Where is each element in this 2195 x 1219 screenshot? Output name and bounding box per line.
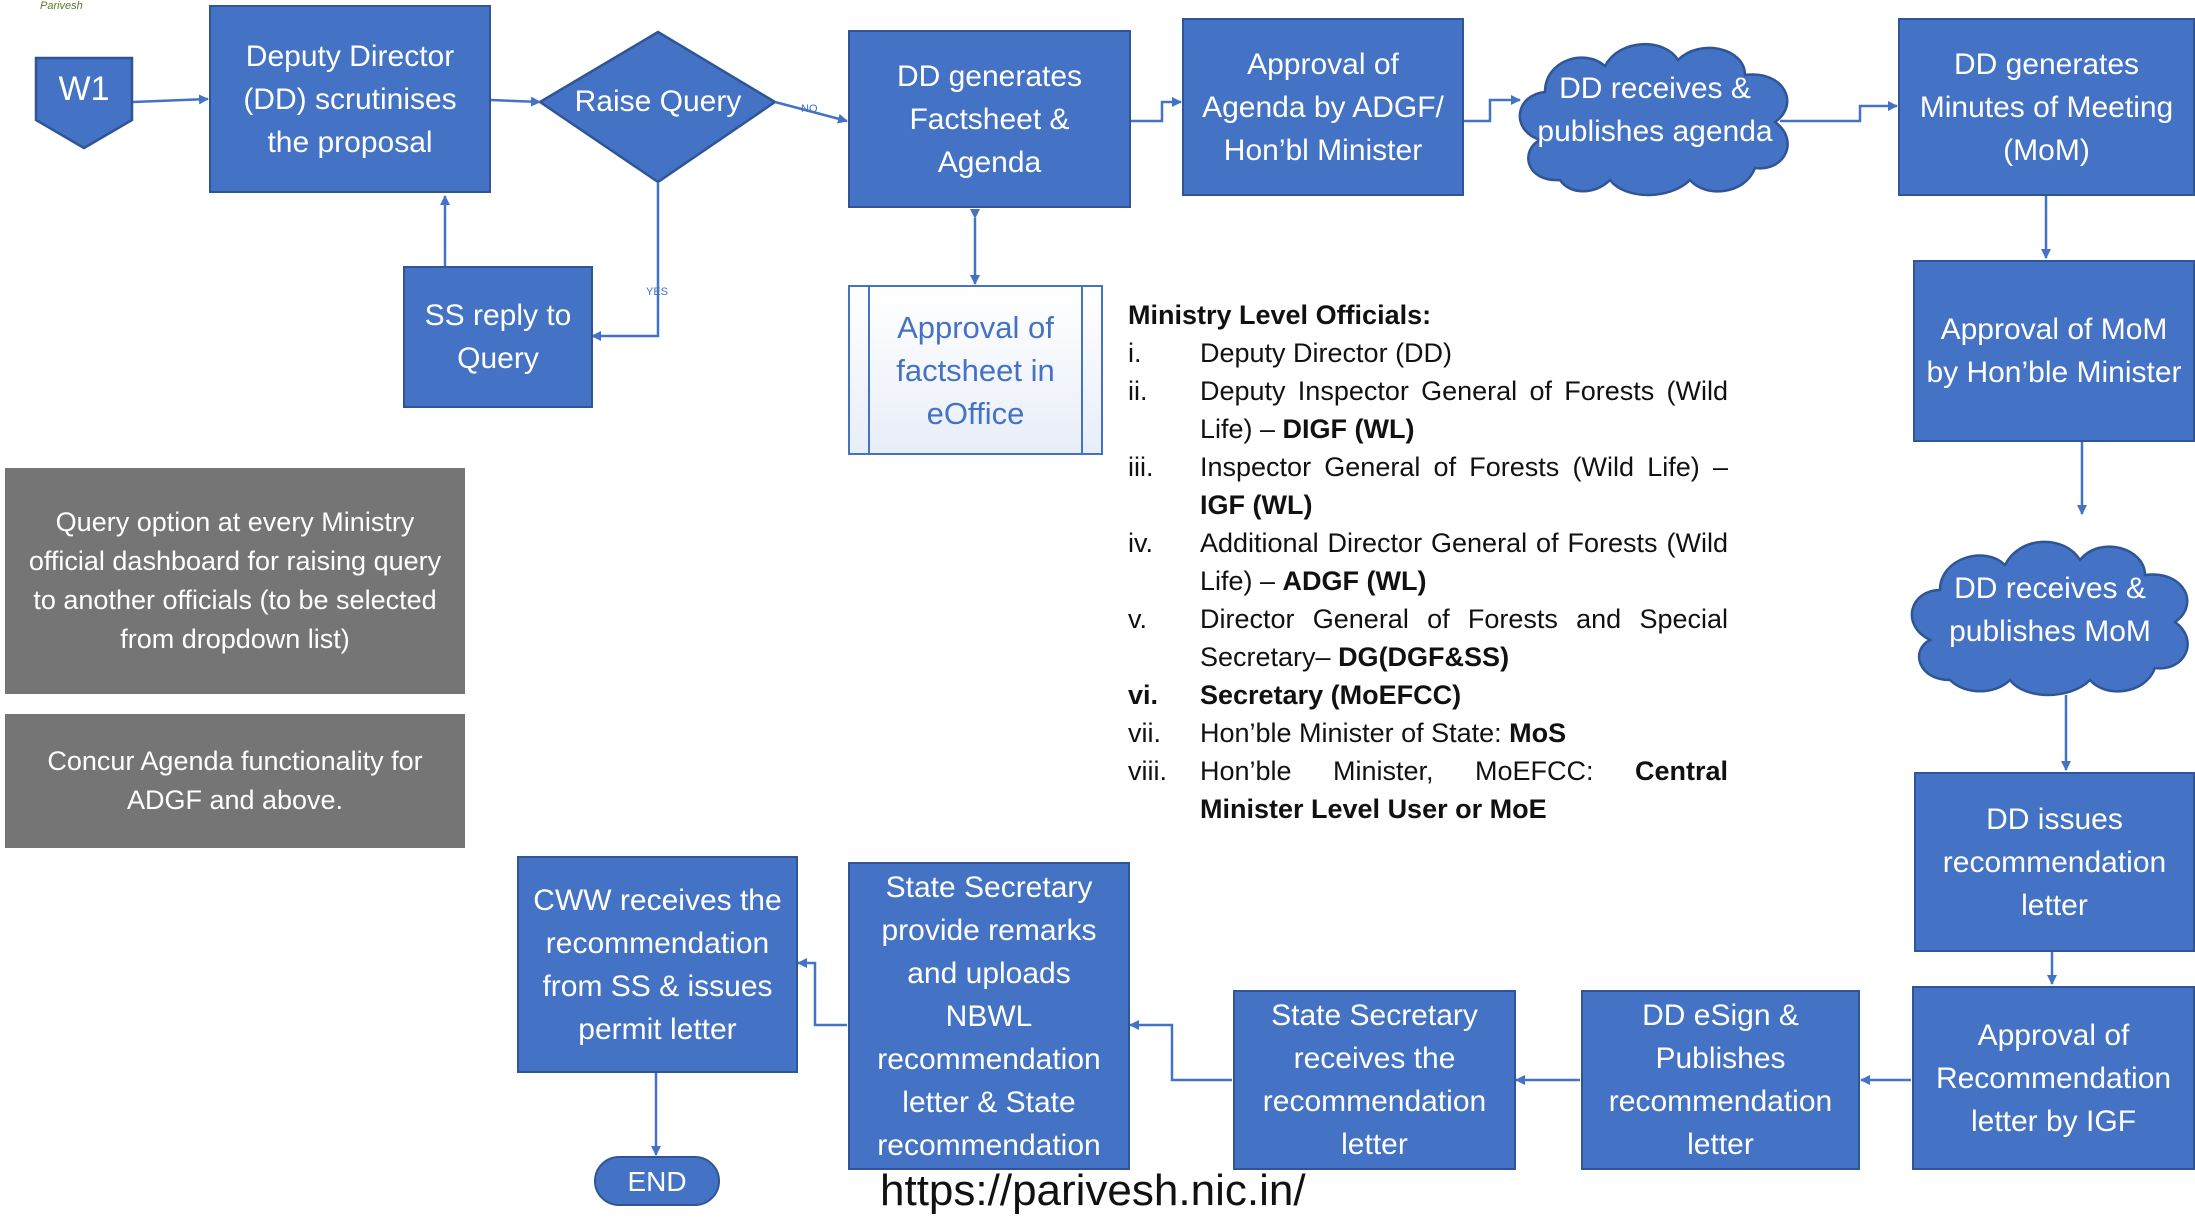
logo-fragment: Parivesh [40, 0, 83, 12]
doc-right-bar [1081, 287, 1083, 453]
official-item: v.Director General of Forests and Specia… [1128, 604, 1728, 672]
approval-igf-node: Approval of Recommendation letter by IGF [1912, 986, 2195, 1170]
cloud-mom-shape [1910, 540, 2189, 697]
official-item: viii.Hon’ble Minister, MoEFCC: Central M… [1128, 756, 1728, 824]
dd-esign-node: DD eSign & Publishes recommendation lett… [1581, 990, 1860, 1170]
approval-factsheet-node: Approval of factsheet in eOffice [848, 285, 1103, 455]
ss-receives-node: State Secretary receives the recommendat… [1233, 990, 1516, 1170]
ss-reply-node: SS reply to Query [403, 266, 593, 408]
officials-heading: Ministry Level Officials: [1128, 300, 1432, 330]
official-item: iv.Additional Director General of Forest… [1128, 528, 1728, 596]
official-item: i.Deputy Director (DD) [1128, 338, 1453, 368]
official-item: vii.Hon’ble Minister of State: MoS [1128, 718, 1567, 748]
parivesh-url[interactable]: https://parivesh.nic.in/ [880, 1166, 1306, 1215]
dd-issues-letter-node: DD issues recommendation letter [1914, 772, 2195, 952]
approval-mom-node: Approval of MoM by Hon’ble Minister [1913, 260, 2195, 442]
cloud-agenda-shape [1518, 42, 1789, 197]
end-node: END [594, 1156, 720, 1206]
official-item: vi.Secretary (MoEFCC) [1128, 680, 1462, 710]
officials-panel: Ministry Level Officials: i.Deputy Direc… [1128, 296, 1728, 828]
official-item: iii.Inspector General of Forests (Wild L… [1128, 452, 1728, 520]
doc-left-bar [868, 287, 870, 453]
cloud-agenda-label: DD receives & publishes agenda [1537, 72, 1773, 148]
official-item: ii.Deputy Inspector General of Forests (… [1128, 376, 1728, 444]
dd-factsheet-node: DD generates Factsheet & Agenda [848, 30, 1131, 208]
ss-remarks-node: State Secretary provide remarks and uplo… [848, 862, 1130, 1170]
approval-factsheet-label: Approval of factsheet in eOffice [896, 309, 1055, 431]
concur-agenda-note: Concur Agenda functionality for ADGF and… [5, 714, 465, 848]
no-tag: NO [801, 103, 818, 115]
approval-agenda-node: Approval of Agenda by ADGF/ Hon’bl Minis… [1182, 18, 1464, 196]
raise-query-label: Raise Query [574, 85, 742, 118]
w1-label: W1 [58, 69, 110, 108]
officials-list: i.Deputy Director (DD) ii.Deputy Inspect… [1128, 334, 1728, 828]
dd-mom-node: DD generates Minutes of Meeting (MoM) [1898, 18, 2195, 196]
w1-offpage-shape [34, 56, 134, 150]
cww-receives-node: CWW receives the recommendation from SS … [517, 856, 798, 1073]
query-option-note: Query option at every Ministry official … [5, 468, 465, 694]
cloud-mom-label: DD receives & publishes MoM [1949, 572, 2151, 648]
yes-tag: YES [646, 286, 669, 298]
dd-scrutinises-node: Deputy Director (DD) scrutinises the pro… [209, 5, 491, 193]
